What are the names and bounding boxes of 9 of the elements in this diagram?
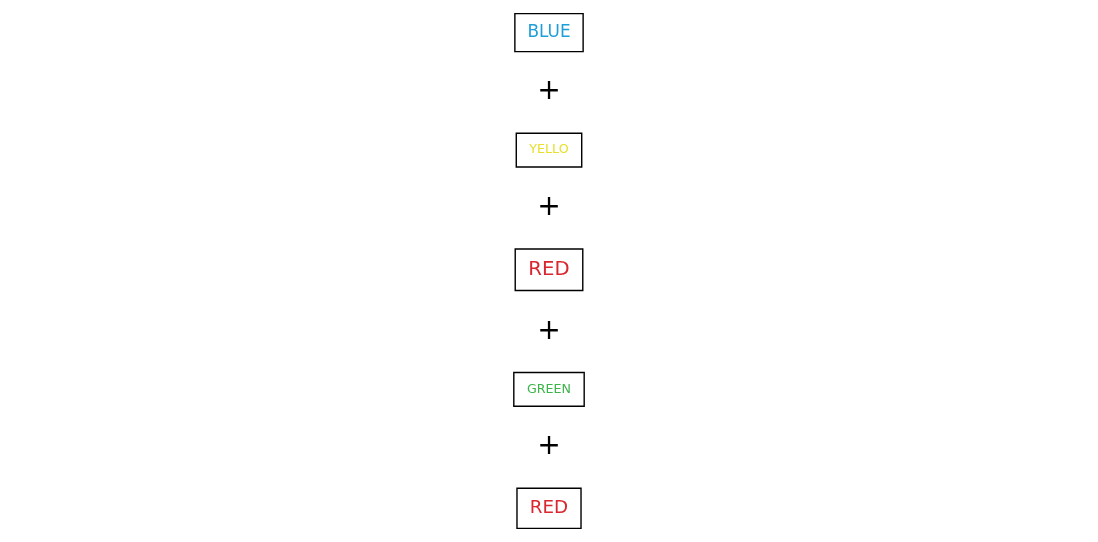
node-box: BLUE: [514, 12, 584, 53]
node-box: GREEN: [513, 371, 585, 407]
node-box: RED: [516, 487, 582, 530]
label: +: [537, 188, 561, 222]
node-box: YELLO: [515, 132, 583, 168]
label: +: [537, 73, 561, 107]
label: +: [537, 428, 561, 462]
label: +: [537, 312, 561, 346]
node-box: RED: [514, 248, 584, 292]
